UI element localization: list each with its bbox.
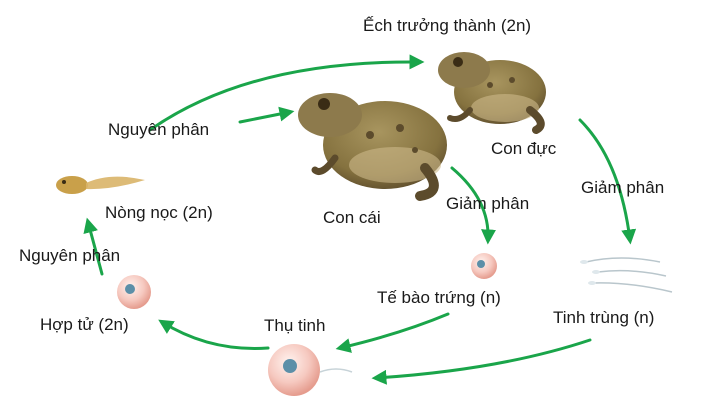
arrow-zygote-to-tadpole <box>83 217 104 276</box>
label-adult-frog: Ếch trưởng thành (2n) <box>363 16 532 35</box>
arrow-fertilization-to-zygote <box>158 319 270 350</box>
fertilized-egg-icon <box>268 344 353 396</box>
label-zygote: Hợp tử (2n) <box>40 315 129 334</box>
tadpole-icon <box>56 176 145 194</box>
arrow-tadpole-to-adult <box>148 54 425 132</box>
label-mitosis-left: Nguyên phân <box>19 246 121 265</box>
arrow-mitosis-to-female <box>238 106 295 124</box>
cycle-arrows <box>83 54 637 385</box>
label-male: Con đực <box>491 139 557 158</box>
label-egg-cell: Tế bào trứng (n) <box>377 288 501 307</box>
female-frog-icon <box>298 93 447 201</box>
sperm-icon <box>580 257 673 293</box>
label-meiosis-middle: Giảm phân <box>446 194 530 213</box>
label-female: Con cái <box>323 208 381 227</box>
arrow-female-meiosis <box>450 166 497 245</box>
egg-cell-icon <box>471 253 497 279</box>
arrow-egg-to-fertilization <box>335 312 450 353</box>
label-meiosis-right: Giảm phân <box>581 178 665 197</box>
arrow-male-meiosis <box>578 118 637 245</box>
label-sperm: Tinh trùng (n) <box>553 308 655 327</box>
label-fertilization: Thụ tinh <box>264 316 326 335</box>
zygote-icon <box>117 275 151 309</box>
male-frog-icon <box>438 52 546 134</box>
label-tadpole: Nòng nọc (2n) <box>105 203 213 222</box>
label-mitosis-top: Nguyên phân <box>108 120 210 139</box>
arrow-sperm-to-fertilization <box>371 338 592 385</box>
